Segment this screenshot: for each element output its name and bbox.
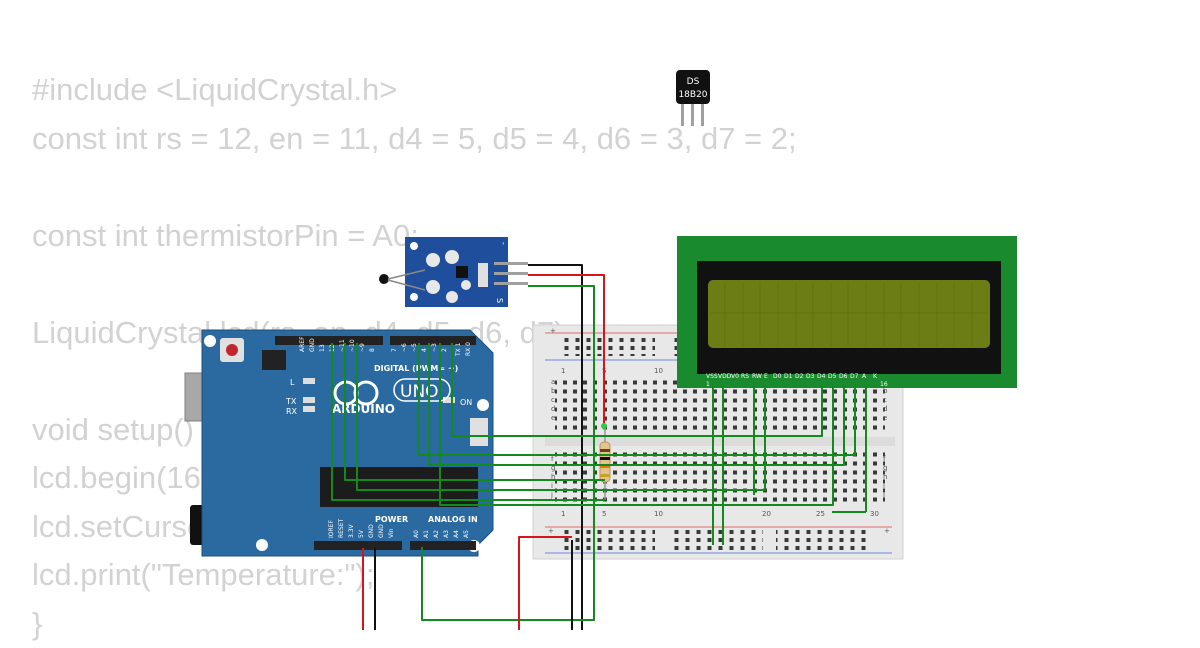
row-letter: d: [551, 405, 555, 413]
power-pin-label: GND: [378, 524, 385, 538]
lcd-pin-label: D5: [828, 373, 837, 380]
analog-pin-label: A0: [413, 530, 420, 538]
column-number: 1: [561, 510, 565, 518]
pin-label: TX 1: [455, 342, 462, 357]
pin-label: 7: [391, 348, 398, 352]
lcd-pin-label: VSS: [706, 373, 718, 380]
rail-plus-label: +: [884, 527, 890, 535]
column-number: 20: [762, 510, 771, 518]
row-letter: e: [883, 414, 887, 422]
pin-label: ~5: [411, 343, 418, 352]
arduino-uno-board[interactable]: L TX RX ON ARDUINO UNO DIGITAL (PWM= ~) …: [185, 330, 493, 556]
pin-label: ~9: [359, 343, 366, 352]
led-label-tx: TX: [285, 397, 297, 406]
analog-pin-label: A3: [443, 530, 450, 538]
thermistor-module[interactable]: - S: [379, 237, 528, 307]
digital-header-label: DIGITAL (PWM= ~): [374, 364, 458, 373]
module-pin-label: -: [499, 242, 508, 245]
arduino-brand: ARDUINO: [332, 402, 395, 416]
pin-label: AREF: [299, 336, 306, 352]
lcd-pin-label: VDD: [718, 373, 732, 380]
pin-label: 4: [421, 348, 428, 352]
pin-label: ~10: [349, 339, 356, 352]
power-pin-label: 3.3V: [348, 523, 355, 538]
lcd-pin-label: RS: [741, 373, 749, 380]
row-letter: j: [550, 491, 553, 499]
column-number: 30: [870, 510, 879, 518]
lcd-pin-number: 1: [706, 381, 710, 388]
pin-label: ~3: [431, 343, 438, 352]
analog-pin-label: A5: [463, 530, 470, 538]
lcd-pin-label: V0: [731, 373, 739, 380]
lcd-pin-label: D0: [773, 373, 782, 380]
lcd-pin-label: D7: [850, 373, 859, 380]
sensor-label-line1: DS: [687, 77, 700, 87]
analog-pin-label: A4: [453, 530, 460, 538]
row-letter: d: [883, 405, 887, 413]
lcd-pin-label: E: [764, 373, 768, 380]
lcd-pin-label: D1: [784, 373, 793, 380]
analog-header-label: ANALOG IN: [428, 515, 478, 524]
lcd-pin-label: D2: [795, 373, 804, 380]
ds18b20-sensor[interactable]: DS 18B20: [676, 70, 710, 126]
row-letter: b: [551, 387, 556, 395]
row-letter: b: [883, 387, 888, 395]
column-number: 5: [602, 510, 606, 518]
on-led-label: ON: [460, 398, 472, 407]
pin-label: 2: [441, 348, 448, 352]
row-letter: c: [551, 396, 555, 404]
reset-button[interactable]: [226, 344, 238, 356]
lcd-display[interactable]: 1 16 VSS VDD V0 RS RW E D0 D1 D2 D3 D4 D…: [677, 236, 1017, 388]
row-letter: a: [551, 378, 555, 386]
sensor-label-line2: 18B20: [678, 90, 707, 100]
circuit-diagram: + + + 1 5 10 15 20 25 30 1 5 10 a b c d …: [0, 0, 1200, 630]
row-letter: h: [883, 473, 887, 481]
column-number: 25: [816, 510, 825, 518]
wire-endpoint: [601, 423, 607, 429]
pin-label: 8: [369, 348, 376, 352]
lcd-pin-number: 16: [880, 381, 888, 388]
analog-pin-label: A2: [433, 530, 440, 538]
pin-label: RX 0: [465, 342, 472, 356]
row-letter: e: [551, 414, 555, 422]
rail-plus-label: +: [550, 327, 556, 335]
row-letter: i: [551, 482, 553, 490]
power-pin-label: Vin: [388, 528, 395, 538]
power-pin-label: GND: [368, 524, 375, 538]
row-letter: g: [883, 464, 887, 472]
led-label-l: L: [290, 378, 295, 387]
column-number: 10: [654, 510, 663, 518]
pin-label: ~6: [401, 343, 408, 352]
rail-plus-label: +: [548, 527, 554, 535]
column-number: 10: [654, 367, 663, 375]
lcd-pin-label: D4: [817, 373, 826, 380]
thermistor-probe-icon: [379, 274, 389, 284]
lcd-pin-label: RW: [752, 373, 762, 380]
row-letter: c: [883, 396, 887, 404]
power-pin-label: RESET: [338, 518, 345, 538]
pin-label: 13: [319, 344, 326, 352]
lcd-pin-label: D6: [839, 373, 848, 380]
module-pin-label: S: [495, 298, 504, 303]
pin-label: GND: [309, 338, 316, 352]
power-pin-label: 5V: [358, 529, 365, 538]
lcd-pin-label: D3: [806, 373, 815, 380]
led-label-rx: RX: [286, 407, 298, 416]
row-letter: i: [883, 482, 885, 490]
column-number: 1: [561, 367, 565, 375]
power-header-label: POWER: [375, 515, 408, 524]
analog-pin-label: A1: [423, 530, 430, 538]
power-pin-label: IOREF: [328, 520, 335, 538]
row-letter: j: [882, 491, 885, 499]
